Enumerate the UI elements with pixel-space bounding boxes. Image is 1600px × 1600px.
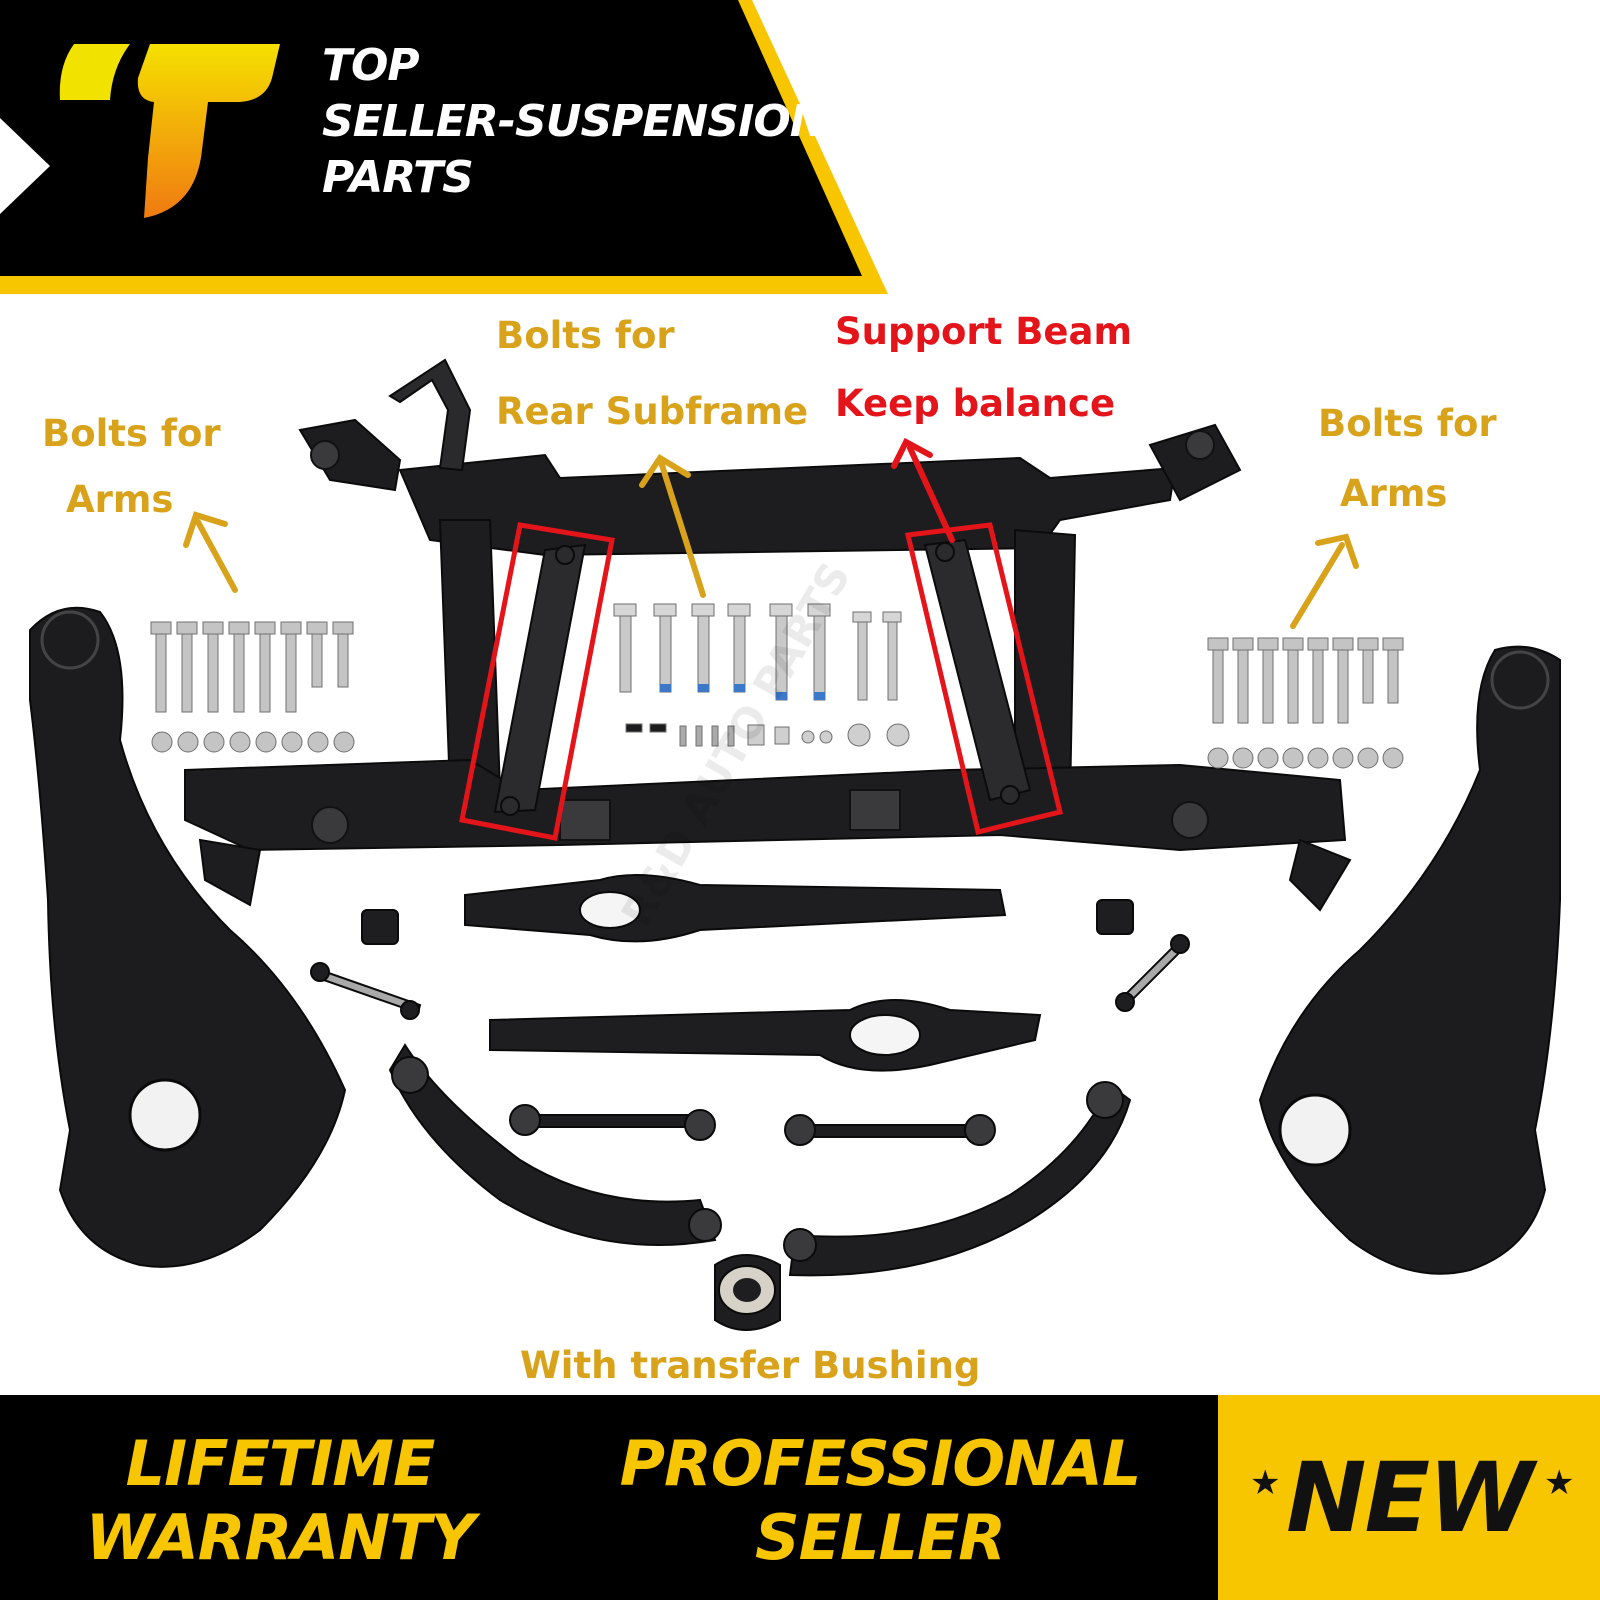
lower-control-arms <box>464 874 1042 1072</box>
brand-logo-icon <box>59 44 280 218</box>
rear-subframe <box>184 358 1352 912</box>
new-label: NEW <box>1286 1441 1534 1554</box>
new-badge <box>1218 1395 1600 1600</box>
professional-seller-line-2: SELLER <box>754 1501 1006 1574</box>
suspension-kit-illustration <box>29 358 1561 1331</box>
support-beam-highlight-boxes <box>459 522 1064 841</box>
stabilizer-parts <box>310 899 1190 1020</box>
bolts-rear-subframe-label-2: Rear Subframe <box>496 390 809 433</box>
rear-subframe-bolts <box>613 603 910 747</box>
transfer-bushing-label: With transfer Bushing <box>520 1344 981 1387</box>
support-beams <box>493 538 1032 816</box>
bushings <box>391 1056 1124 1262</box>
bolts-arms-right-label-2: Arms <box>1340 472 1448 515</box>
left-arm-bolts <box>150 621 355 753</box>
brand-line-2: SELLER-SUSPENSION <box>322 96 827 147</box>
transfer-bushing <box>714 1254 781 1331</box>
bolts-arms-left-label-1: Bolts for <box>42 412 221 455</box>
brand-line-3: PARTS <box>322 152 474 203</box>
lifetime-warranty-line-1: LIFETIME <box>125 1427 436 1500</box>
trailing-links <box>388 1043 1132 1277</box>
right-arm-bolts <box>1207 637 1404 769</box>
bolts-arms-right-label-1: Bolts for <box>1318 402 1497 445</box>
bolts-rear-subframe-label-1: Bolts for <box>496 314 675 357</box>
star-icon-right: ★ <box>1544 1463 1575 1503</box>
support-beam-label-1: Support Beam <box>835 310 1133 353</box>
lifetime-warranty-line-2: WARRANTY <box>85 1501 476 1574</box>
brand-line-1: TOP <box>322 40 420 91</box>
star-icon-left: ★ <box>1250 1463 1281 1503</box>
bolts-arms-left-label-2: Arms <box>66 478 174 521</box>
professional-seller-line-1: PROFESSIONAL <box>619 1427 1142 1500</box>
support-beam-label-2: Keep balance <box>835 382 1116 425</box>
callout-arrows <box>183 437 1359 629</box>
